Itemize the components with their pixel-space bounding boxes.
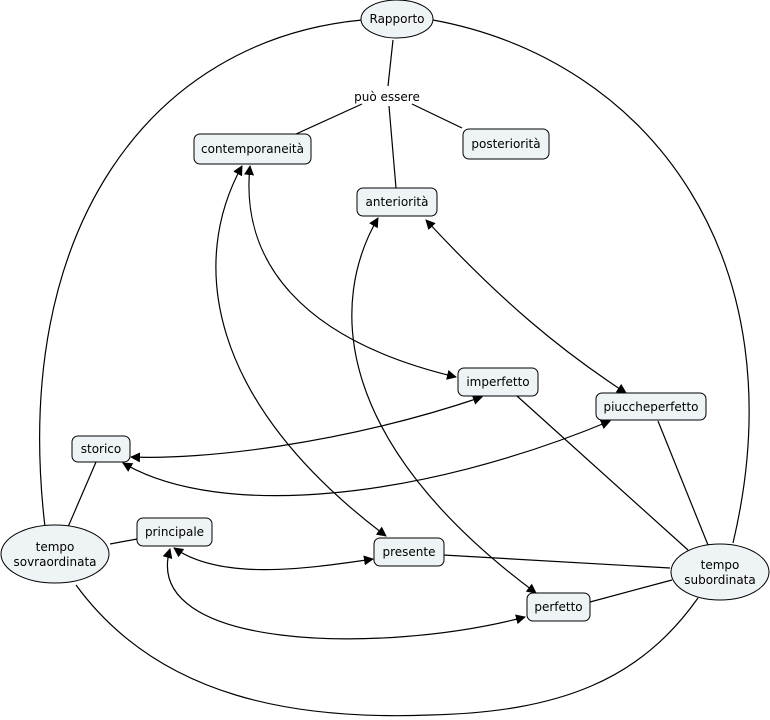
node-tempo-subordinata-label-line2: subordinata (684, 573, 756, 587)
link-principale-perfetto (162, 548, 526, 640)
link-principale-presente (173, 547, 374, 571)
node-storico[interactable]: storico (71, 435, 131, 463)
node-piuccheperfetto[interactable]: piuccheperfetto (595, 392, 707, 421)
node-contemporaneita[interactable]: contemporaneità (193, 133, 312, 165)
node-tempo-subordinata-label-line1: tempo (701, 558, 740, 572)
link-sovraordinata-subordinata (75, 584, 699, 717)
link-puo-essere-anteriorita (388, 105, 397, 189)
link-phrase-puo-essere: può essere (354, 90, 420, 104)
link-rapporto-tempo-subordinata (432, 19, 750, 544)
node-imperfetto[interactable]: imperfetto (457, 367, 539, 397)
link-subordinata-presente (442, 554, 671, 569)
link-puo-essere-contemporaneita (295, 103, 363, 135)
link-anteriorita-perfetto (351, 217, 537, 594)
node-principale[interactable]: principale (136, 517, 213, 547)
link-storico-imperfetto (130, 395, 483, 463)
link-subordinata-piuccheperfetto (657, 420, 709, 546)
node-piuccheperfetto-label: piuccheperfetto (603, 400, 698, 414)
node-tempo-subordinata[interactable]: tempo subordinata (670, 543, 770, 601)
node-principale-label: principale (145, 525, 204, 539)
node-imperfetto-label: imperfetto (466, 375, 529, 389)
link-rapporto-puo-essere (387, 39, 394, 87)
node-storico-label: storico (81, 442, 122, 456)
node-perfetto-label: perfetto (534, 600, 582, 614)
node-tempo-sovraordinata[interactable]: tempo sovraordinata (0, 524, 110, 584)
link-anteriorita-piuccheperfetto (425, 219, 627, 394)
node-perfetto[interactable]: perfetto (526, 592, 591, 622)
link-rapporto-tempo-sovraordinata (39, 19, 363, 528)
link-sovraordinata-storico (67, 461, 97, 528)
node-posteriorita-label: posteriorità (471, 137, 540, 151)
node-anteriorita-label: anteriorità (366, 195, 429, 209)
link-contemporaneita-presente (215, 165, 387, 537)
node-tempo-sovraordinata-label-line1: tempo (36, 540, 75, 554)
connections (39, 19, 750, 717)
node-presente[interactable]: presente (373, 537, 445, 567)
node-presente-label: presente (383, 545, 436, 559)
node-tempo-sovraordinata-label-line2: sovraordinata (13, 555, 96, 569)
link-sovraordinata-principale (109, 538, 138, 545)
node-posteriorita[interactable]: posteriorità (462, 128, 550, 160)
node-rapporto-label: Rapporto (370, 12, 425, 26)
link-storico-piuccheperfetto (122, 419, 611, 497)
node-contemporaneita-label: contemporaneità (201, 142, 304, 156)
link-subordinata-perfetto (589, 579, 673, 603)
node-rapporto[interactable]: Rapporto (360, 0, 434, 39)
node-anteriorita[interactable]: anteriorità (356, 187, 438, 217)
link-puo-essere-posteriorita (411, 103, 463, 129)
